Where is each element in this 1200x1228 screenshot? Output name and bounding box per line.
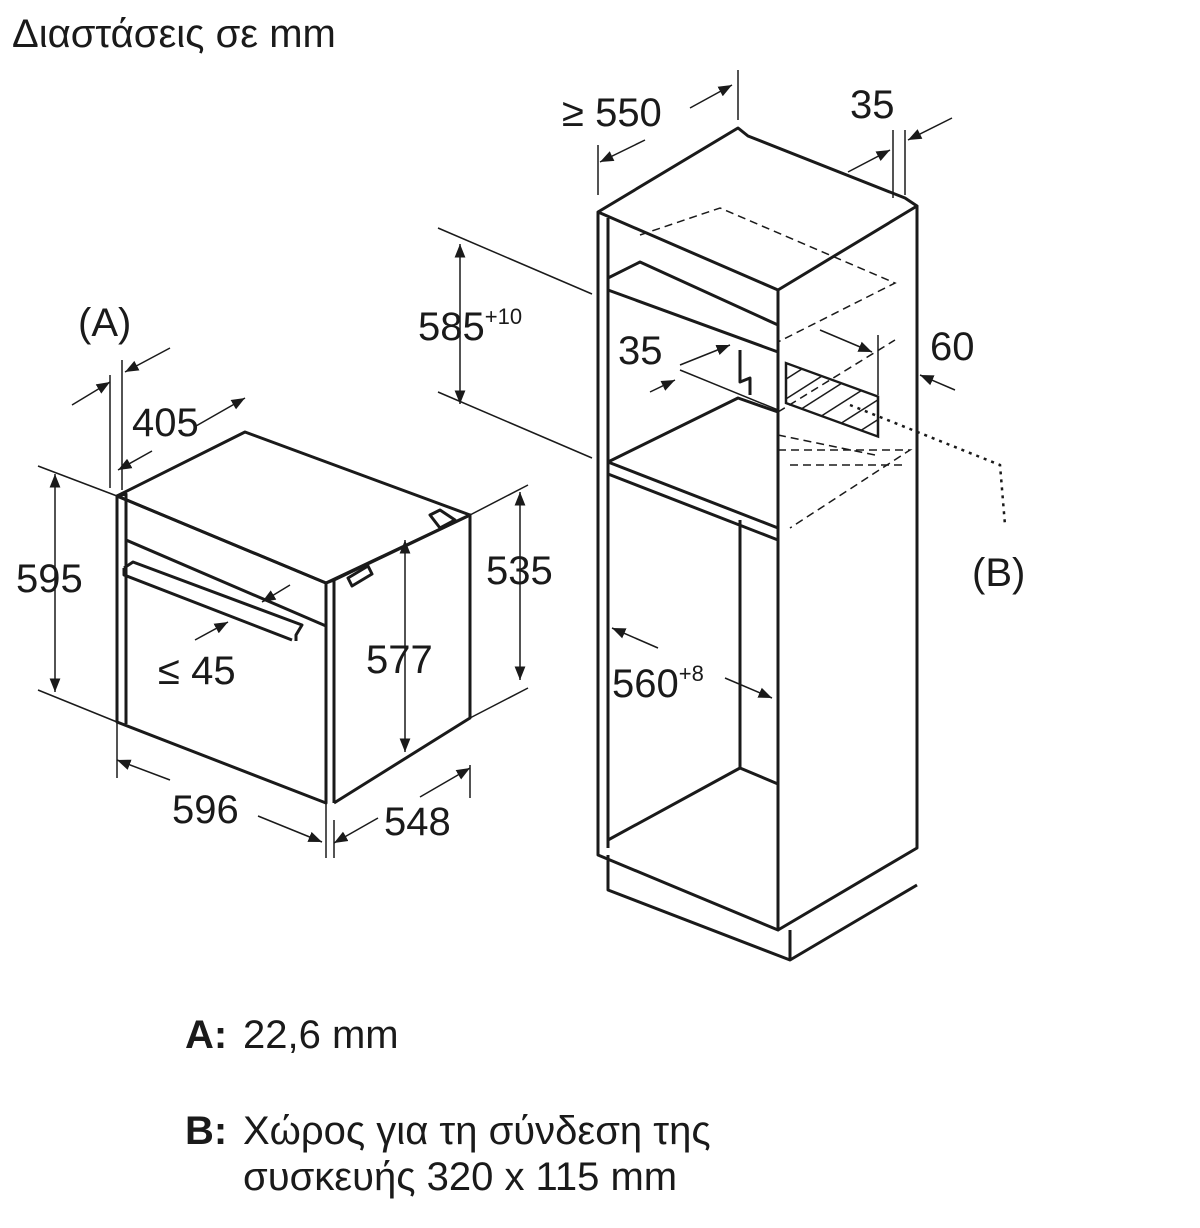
cabinet-inner-width-tolerance: +8 bbox=[679, 661, 704, 686]
installation-diagram: 595 596 548 535 577 405 ≤ 45 (A) bbox=[16, 70, 1025, 962]
cabinet-connection-depth-label: 60 bbox=[930, 325, 975, 369]
oven-drawing bbox=[115, 430, 472, 805]
oven-handle-label: ≤ 45 bbox=[158, 649, 236, 693]
cabinet-depth-label: ≥ 550 bbox=[562, 91, 662, 135]
oven-body-depth-label: 535 bbox=[486, 549, 553, 593]
connection-leader bbox=[849, 403, 1007, 526]
cabinet-inner-width-value: 560 bbox=[612, 662, 679, 706]
cabinet-shelf-gap-label: 35 bbox=[618, 329, 663, 373]
legend-a-text: 22,6 mm bbox=[243, 1013, 399, 1057]
cabinet-niche-height-value: 585 bbox=[418, 305, 485, 349]
legend-b-line2: συσκευής 320 x 115 mm bbox=[243, 1155, 678, 1199]
connection-area bbox=[784, 361, 880, 439]
legend-a-key: A: bbox=[185, 1013, 228, 1057]
cabinet-niche-height-label: 585+10 bbox=[418, 304, 522, 349]
page-title: Διαστάσεις σε mm bbox=[12, 12, 336, 56]
callout-b-label: (B) bbox=[972, 551, 1025, 595]
cabinet-drawing bbox=[596, 126, 919, 962]
callout-a-label: (A) bbox=[78, 301, 131, 345]
cabinet-inner-width-label: 560+8 bbox=[612, 661, 704, 706]
oven-dimension-lines bbox=[37, 347, 529, 858]
oven-front-height-label: 577 bbox=[366, 638, 433, 682]
cabinet-back-gap-label: 35 bbox=[850, 83, 895, 127]
cabinet-dimension-lines bbox=[437, 70, 956, 699]
legend-b-line1: Χώρος για τη σύνδεση της bbox=[243, 1109, 711, 1153]
legend-item-a: A: 22,6 mm bbox=[185, 1012, 399, 1058]
cabinet-niche-height-tolerance: +10 bbox=[485, 304, 522, 329]
oven-height-label: 595 bbox=[16, 557, 83, 601]
legend-b-key: B: bbox=[185, 1109, 228, 1153]
cabinet-hidden-lines bbox=[639, 207, 913, 529]
oven-depth-label: 548 bbox=[384, 800, 451, 844]
oven-width-label: 596 bbox=[172, 788, 239, 832]
oven-top-depth-label: 405 bbox=[132, 401, 199, 445]
